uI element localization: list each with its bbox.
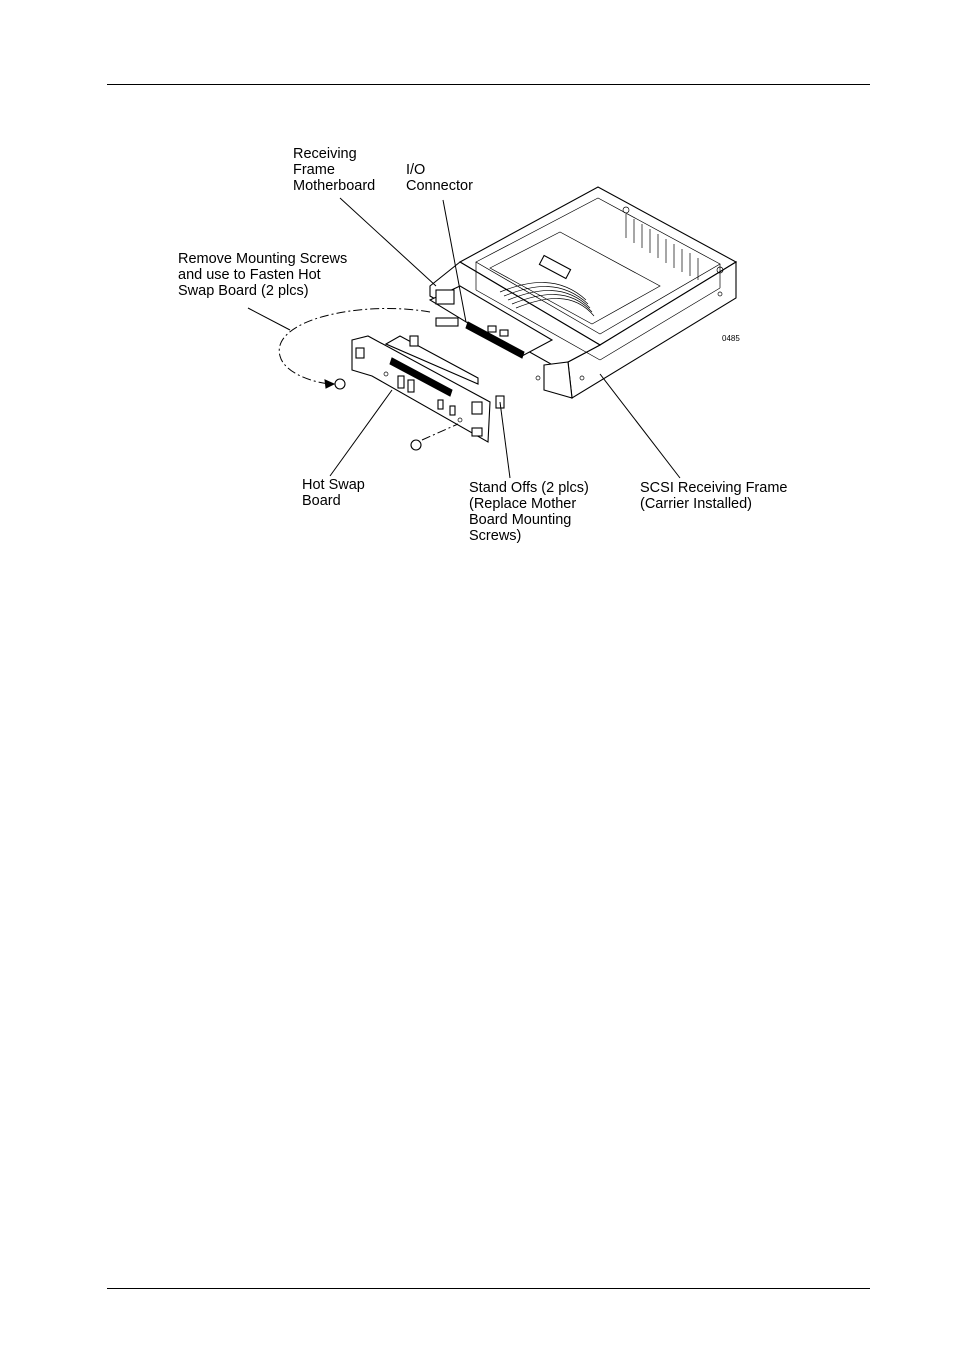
arrow-head [325, 380, 334, 388]
figure-id: 0485 [722, 334, 740, 343]
label-scsi-receiving-frame: SCSI Receiving Frame (Carrier Installed) [640, 480, 792, 512]
screw-path-line [422, 424, 458, 440]
label-stand-offs: Stand Offs (2 plcs) (Replace Mother Boar… [469, 480, 593, 544]
label-receiving-frame-motherboard: Receiving Frame Motherboard [293, 146, 375, 194]
scsi-receiving-frame-drawing [430, 187, 736, 398]
label-remove-mounting-screws: Remove Mounting Screws and use to Fasten… [178, 251, 351, 299]
hot-swap-board-drawing [352, 336, 490, 442]
label-hot-swap-board: Hot Swap Board [302, 477, 369, 509]
label-io-connector: I/O Connector [406, 162, 473, 194]
